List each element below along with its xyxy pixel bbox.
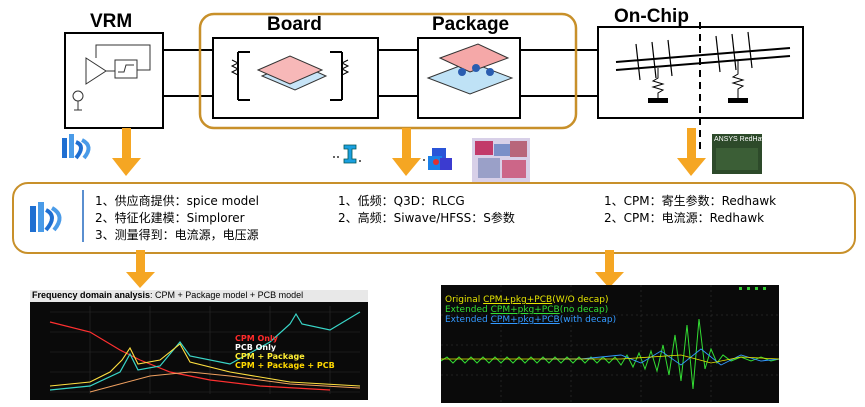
wave-prefix: Extended	[445, 305, 491, 315]
legend-item: CPM Only	[235, 334, 278, 343]
freq-plot-title: Frequency domain analysis: CPM + Package…	[32, 290, 303, 300]
wave-suffix: (W/O decap)	[552, 295, 609, 305]
waveform-area	[441, 285, 779, 403]
waveform-plot: Original CPM+pkg+PCB(W/O decap) Extended…	[441, 285, 779, 403]
info-middle: 1、低频：Q3D：RLCG 2、高频：Siwave/HFSS：S参数	[338, 193, 515, 227]
wave-prefix: Original	[445, 295, 484, 305]
package-label: Package	[432, 14, 510, 35]
simplorer-icon	[30, 202, 62, 232]
wave-prefix: Extended	[445, 315, 491, 325]
interconnect-rails	[163, 49, 598, 97]
legend-item: CPM + Package + PCB	[235, 361, 335, 370]
board-package-group	[198, 12, 578, 130]
info-middle-line: 1、低频：Q3D：RLCG	[338, 194, 465, 208]
info-panel	[12, 182, 856, 254]
freq-plot-area	[49, 306, 361, 394]
column-divider	[82, 190, 84, 242]
q3d-icon	[333, 144, 361, 164]
onchip-block	[597, 22, 804, 150]
vrm-block	[64, 32, 164, 129]
legend-item: CPM + Package	[235, 352, 305, 361]
redhawk-logo	[712, 134, 762, 174]
redhawk-logo-text: ANSYS RedHawk	[714, 136, 771, 143]
package-block	[417, 37, 521, 119]
info-left-line: 3、测量得到：电流源，电压源	[95, 228, 259, 242]
info-middle-line: 2、高频：Siwave/HFSS：S参数	[338, 211, 515, 225]
topology-diagram	[62, 12, 804, 182]
board-label: Board	[267, 14, 322, 35]
down-arrows	[112, 128, 706, 176]
freq-title-rest: : CPM + Package model + PCB model	[150, 290, 304, 300]
wave-suffix: (no decap)	[559, 305, 609, 315]
freq-legend: CPM Only PCB Only CPM + Package CPM + Pa…	[235, 334, 335, 370]
onchip-label: On-Chip	[614, 6, 689, 27]
wave-legend-line: Original CPM+pkg+PCB(W/O decap)	[445, 295, 616, 305]
wave-underlined: CPM+pkg+PCB	[490, 305, 560, 315]
wave-underlined: CPM+pkg+PCB	[490, 315, 560, 325]
wave-underlined: CPM+pkg+PCB	[483, 295, 553, 305]
waveform-legend: Original CPM+pkg+PCB(W/O decap) Extended…	[445, 295, 616, 325]
legend-item: PCB Only	[235, 343, 277, 352]
siwave-icon	[423, 148, 452, 170]
simplorer-icon	[62, 134, 91, 160]
info-left-line: 2、特征化建模：Simplorer	[95, 211, 245, 225]
board-block	[212, 37, 379, 119]
frequency-plot: Frequency domain analysis: CPM + Package…	[30, 290, 368, 400]
lower-arrows	[126, 250, 624, 288]
info-right-line: 1、CPM：寄生参数：Redhawk	[604, 194, 777, 208]
wave-suffix: (with decap)	[559, 315, 617, 325]
info-left: 1、供应商提供：spice model 2、特征化建模：Simplorer 3、…	[95, 193, 259, 244]
wave-legend-line: Extended CPM+pkg+PCB(no decap)	[445, 305, 616, 315]
hfss-thumbnail	[472, 138, 530, 182]
vrm-label: VRM	[90, 11, 133, 32]
info-right: 1、CPM：寄生参数：Redhawk 2、CPM：电流源：Redhawk	[604, 193, 776, 227]
info-left-line: 1、供应商提供：spice model	[95, 194, 259, 208]
info-right-line: 2、CPM：电流源：Redhawk	[604, 211, 765, 225]
freq-title-bold: Frequency domain analysis	[32, 290, 151, 300]
wave-legend-line: Extended CPM+pkg+PCB(with decap)	[445, 315, 616, 325]
